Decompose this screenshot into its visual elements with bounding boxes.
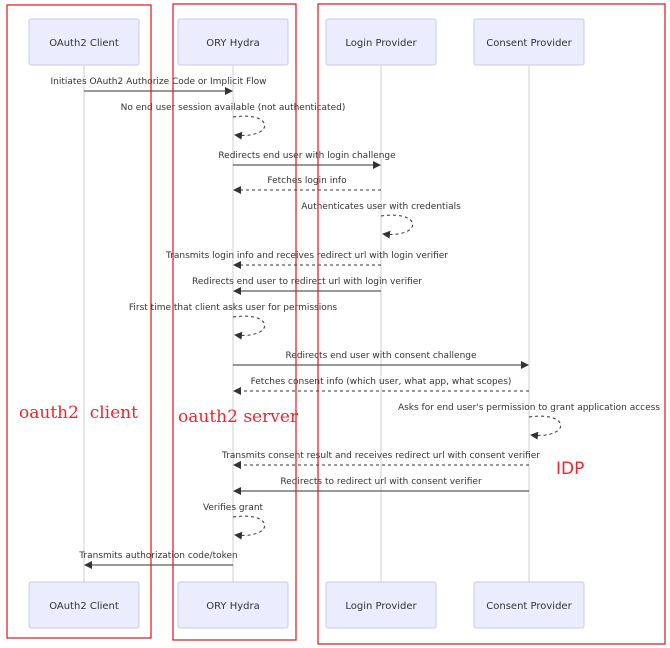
self-message-arrow	[232, 115, 266, 140]
message-13: Redirects to redirect url with consent v…	[233, 477, 529, 495]
actor-label: ORY Hydra	[206, 601, 260, 612]
actor-label: OAuth2 Client	[49, 601, 119, 612]
message-8: First time that client asks user for per…	[129, 303, 338, 340]
message-2: No end user session available (not authe…	[121, 103, 346, 140]
message-list: Initiates OAuth2 Authorize Code or Impli…	[50, 77, 660, 569]
server-zone-frame	[172, 3, 297, 641]
actor-box	[177, 18, 289, 66]
message-11: Asks for end user's permission to grant …	[398, 403, 660, 440]
message-6: Transmits login info and receives redire…	[165, 251, 448, 269]
actor-hydra-top: ORY Hydra	[177, 18, 289, 66]
message-label: Verifies grant	[203, 503, 264, 513]
message-label: Transmits consent result and receives re…	[221, 451, 540, 461]
message-12: Transmits consent result and receives re…	[221, 451, 540, 469]
message-15: Transmits authorization code/token	[78, 551, 238, 569]
message-label: Redirects to redirect url with consent v…	[280, 477, 482, 487]
actor-row-bottom: OAuth2 Client ORY Hydra Login Provider Cons…	[28, 581, 585, 629]
actor-login-top: Login Provider	[325, 18, 437, 66]
message-label: Redirects end user with login challenge	[218, 151, 396, 161]
self-message-arrow	[232, 315, 266, 340]
self-message-arrow	[528, 415, 562, 440]
self-message-arrow	[380, 214, 414, 239]
actor-label: Login Provider	[345, 38, 417, 49]
actor-row-top: OAuth2 Client ORY Hydra Login Provider Cons…	[28, 18, 585, 66]
actor-consent-bottom: Consent Provider	[473, 581, 585, 629]
actor-box	[473, 581, 585, 629]
message-label: No end user session available (not authe…	[121, 103, 346, 113]
actor-label: OAuth2 Client	[49, 38, 119, 49]
message-label: Initiates OAuth2 Authorize Code or Impli…	[50, 77, 266, 87]
idp-zone-frame	[317, 3, 666, 645]
message-7: Redirects end user to redirect url with …	[192, 277, 422, 295]
message-14: Verifies grant	[203, 503, 266, 540]
client-zone-frame	[6, 4, 152, 639]
message-5: Authenticates user with credentials	[301, 202, 461, 239]
message-10: Fetches consent info (which user, what a…	[233, 377, 529, 395]
idp-zone-label: IDP	[556, 459, 584, 479]
actor-box	[28, 18, 140, 66]
actor-label: Consent Provider	[486, 38, 572, 49]
actor-label: ORY Hydra	[206, 38, 260, 49]
actor-box	[325, 581, 437, 629]
message-label: Transmits authorization code/token	[78, 551, 238, 561]
message-label: Fetches login info	[267, 176, 347, 186]
message-label: Asks for end user's permission to grant …	[398, 403, 660, 413]
message-label: Redirects end user with consent challeng…	[285, 351, 477, 361]
lifelines	[83, 65, 530, 582]
server-zone-label: oauth2 server	[178, 407, 299, 427]
message-label: Authenticates user with credentials	[301, 202, 461, 212]
message-label: First time that client asks user for per…	[129, 303, 338, 313]
message-9: Redirects end user with consent challeng…	[233, 351, 529, 369]
actor-login-bottom: Login Provider	[325, 581, 437, 629]
message-label: Fetches consent info (which user, what a…	[251, 377, 512, 387]
self-message-arrow	[232, 515, 266, 540]
actor-box	[473, 18, 585, 66]
actor-client-top: OAuth2 Client	[28, 18, 140, 66]
actor-box	[177, 581, 289, 629]
message-label: Redirects end user to redirect url with …	[192, 277, 422, 287]
actor-label: Login Provider	[345, 601, 417, 612]
actor-label: Consent Provider	[486, 601, 572, 612]
actor-box	[325, 18, 437, 66]
message-label: Transmits login info and receives redire…	[165, 251, 448, 261]
actor-hydra-bottom: ORY Hydra	[177, 581, 289, 629]
actor-client-bottom: OAuth2 Client	[28, 581, 140, 629]
actor-consent-top: Consent Provider	[473, 18, 585, 66]
message-3: Redirects end user with login challenge	[218, 151, 396, 169]
client-zone-label: oauth2 client	[19, 403, 138, 423]
message-4: Fetches login info	[233, 176, 381, 194]
message-1: Initiates OAuth2 Authorize Code or Impli…	[50, 77, 267, 95]
actor-box	[28, 581, 140, 629]
